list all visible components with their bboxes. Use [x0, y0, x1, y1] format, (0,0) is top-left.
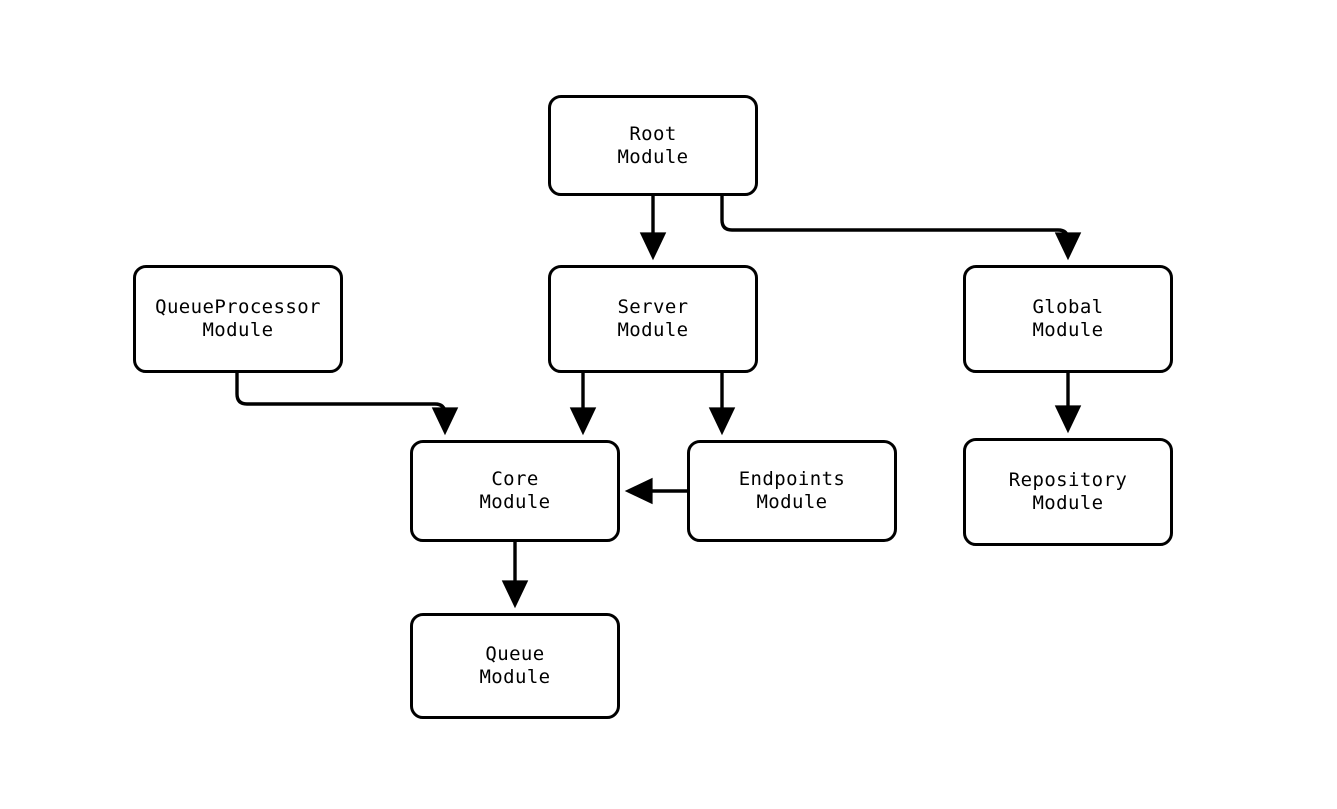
node-global-module-line2: Module: [1032, 319, 1104, 341]
node-server-module-line2: Module: [617, 319, 689, 341]
node-server-module-line1: Server: [617, 296, 689, 318]
node-root-module-line1: Root: [629, 122, 677, 145]
node-root-module-line2: Module: [617, 145, 689, 168]
node-core-module-line2: Module: [479, 491, 551, 513]
node-repository-module[interactable]: Repository Module: [963, 438, 1173, 546]
node-endpoints-module-line2: Module: [756, 491, 828, 513]
node-global-module[interactable]: Global Module: [963, 265, 1173, 373]
node-global-module-line1: Global: [1032, 296, 1104, 318]
edge-root-to-global: [720, 196, 1082, 261]
node-repository-module-line2: Module: [1032, 492, 1104, 514]
node-queueprocessor-module-line1: QueueProcessor: [155, 296, 321, 318]
node-queueprocessor-module[interactable]: QueueProcessor Module: [133, 265, 343, 373]
node-endpoints-module[interactable]: Endpoints Module: [687, 440, 897, 542]
edge-queueprocessor-to-core: [235, 373, 459, 436]
node-repository-module-line1: Repository: [1008, 469, 1128, 491]
node-endpoints-module-line1: Endpoints: [738, 468, 846, 490]
node-core-module[interactable]: Core Module: [410, 440, 620, 542]
node-root-module[interactable]: Root Module: [548, 95, 758, 196]
node-server-module[interactable]: Server Module: [548, 265, 758, 373]
node-queue-module-line1: Queue: [485, 643, 545, 665]
node-queue-module[interactable]: Queue Module: [410, 613, 620, 719]
node-core-module-line1: Core: [491, 468, 539, 490]
node-queue-module-line2: Module: [479, 666, 551, 688]
node-queueprocessor-module-line2: Module: [202, 319, 274, 341]
